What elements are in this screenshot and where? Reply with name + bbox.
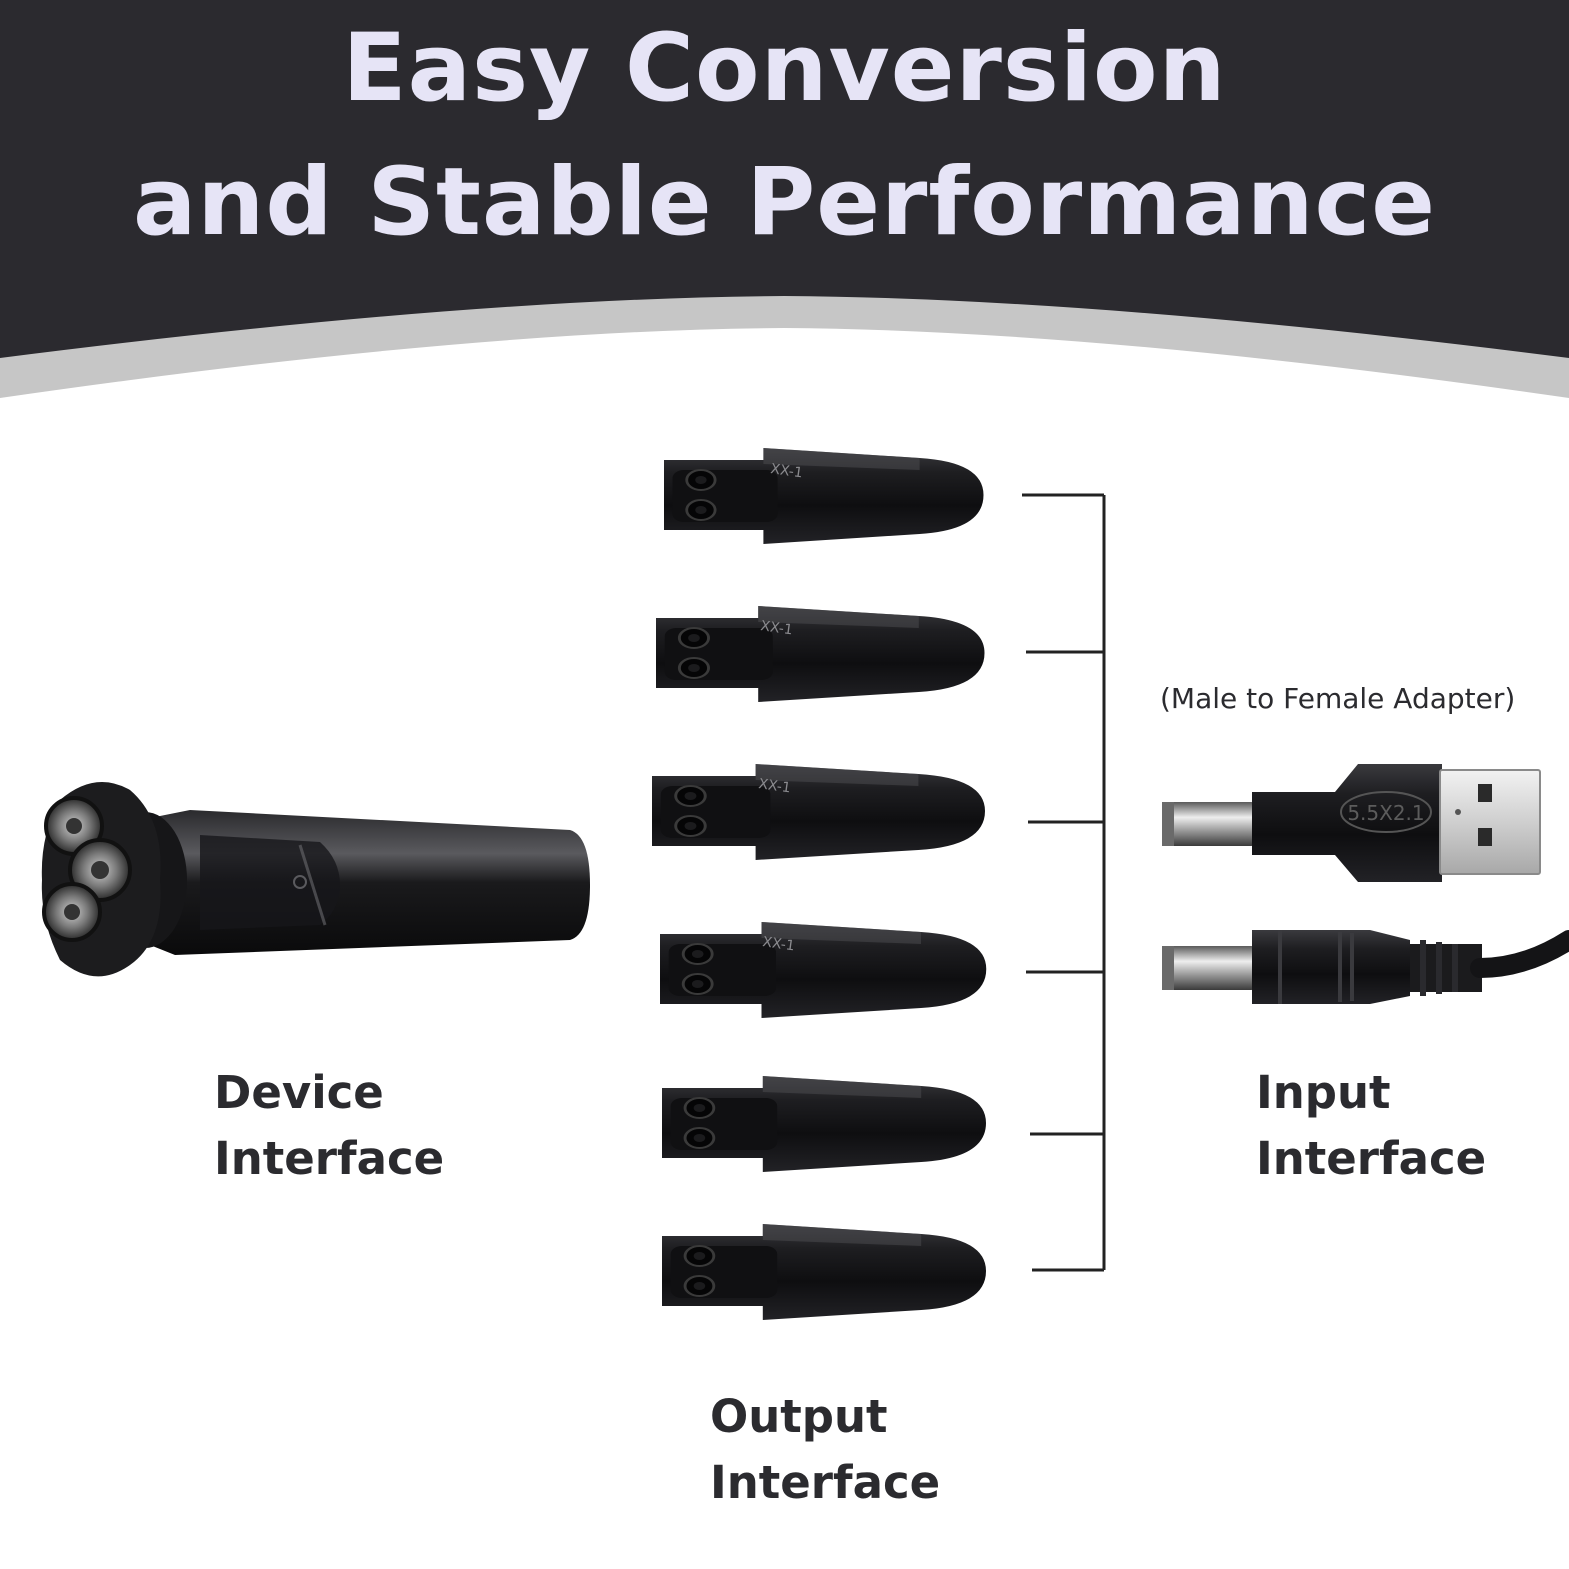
adapter-tip-2 [654,604,986,704]
usb-dc-cable-image [1162,764,1541,882]
tip-mark-2: XX-1 [759,618,793,638]
dc-female-cable-image [1162,930,1569,1004]
tip-mark-1: XX-1 [769,461,803,481]
adapter-tip-1 [662,446,985,546]
usb-plug-mark: 5.5X2.1 [1347,801,1424,825]
tip-mark-4: XX-1 [761,934,795,954]
device-interface-label-line-1: Device [214,1066,384,1119]
page-title-line-1: Easy Conversion [342,14,1227,123]
input-interface-label-line-2: Interface [1256,1132,1487,1185]
shaver-image [41,782,590,977]
input-interface-label-line-1: Input [1256,1066,1391,1119]
adapter-tip-3 [650,762,987,862]
adapter-note: (Male to Female Adapter) [1160,682,1516,715]
header-banner [0,0,1569,358]
adapter-tip-5 [660,1074,988,1174]
output-interface-label-line-1: Output [710,1390,888,1443]
page-title-line-2: and Stable Performance [132,148,1437,257]
bracket-connector [1022,493,1106,1272]
adapter-tip-6 [660,1222,988,1322]
device-interface-label-line-2: Interface [214,1132,445,1185]
tip-mark-3: XX-1 [757,776,791,796]
output-interface-label-line-2: Interface [710,1456,941,1509]
adapter-tip-4 [658,920,988,1020]
